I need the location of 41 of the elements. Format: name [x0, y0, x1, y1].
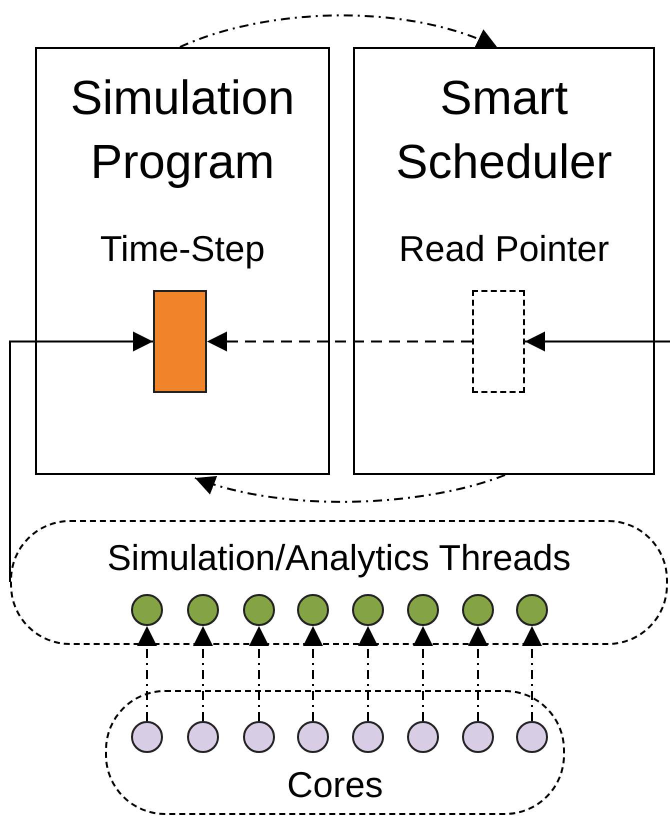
arrow	[303, 626, 323, 721]
core-circle	[516, 721, 548, 753]
core-circle	[462, 721, 494, 753]
group-title: Cores	[286, 763, 384, 807]
arrow	[522, 626, 542, 721]
thread-circle	[407, 594, 439, 626]
core-circle	[131, 721, 163, 753]
box-title: Simulation Program	[69, 71, 296, 191]
box-title: Smart Scheduler	[394, 71, 614, 191]
thread-circle	[131, 594, 163, 626]
thread-circle	[352, 594, 384, 626]
arrow	[207, 332, 472, 352]
box-subtitle: Time-Step	[100, 227, 265, 271]
core-circle	[407, 721, 439, 753]
thread-circle	[243, 594, 275, 626]
component-box	[35, 47, 330, 475]
curved-arrow	[194, 474, 506, 503]
thread-circle	[187, 594, 219, 626]
arrow	[137, 626, 157, 721]
dashed-group-outline	[105, 690, 565, 815]
core-circle	[187, 721, 219, 753]
dashed-group-outline	[10, 520, 668, 645]
time-step-bar	[153, 290, 207, 393]
box-subtitle: Read Pointer	[398, 227, 610, 271]
curved-arrow	[180, 14, 498, 48]
core-circle	[352, 721, 384, 753]
component-box	[353, 47, 655, 475]
arrow	[358, 626, 378, 721]
thread-circle	[462, 594, 494, 626]
arrow	[249, 626, 269, 721]
thread-circle	[516, 594, 548, 626]
arrow	[413, 626, 433, 721]
arrow	[468, 626, 488, 721]
core-circle	[243, 721, 275, 753]
core-circle	[297, 721, 329, 753]
thread-circle	[297, 594, 329, 626]
arrow	[193, 626, 213, 721]
arrow	[525, 332, 670, 352]
group-title: Simulation/Analytics Threads	[107, 536, 571, 580]
arrow	[9, 332, 153, 582]
read-pointer-box	[472, 290, 525, 393]
